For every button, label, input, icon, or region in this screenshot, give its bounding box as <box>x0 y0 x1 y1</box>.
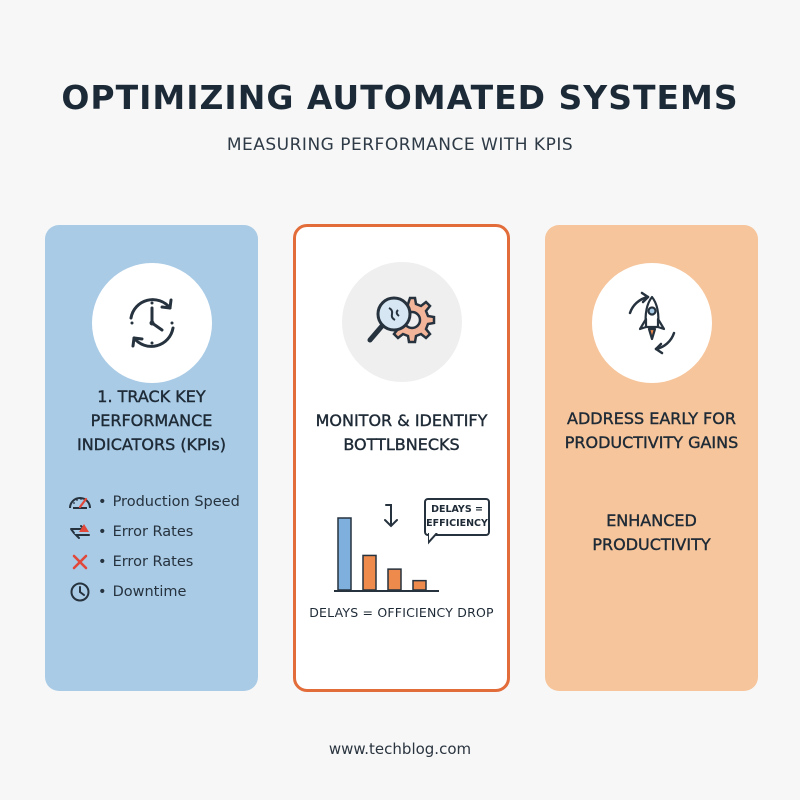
bottleneck-bar-chart <box>334 504 439 592</box>
card-heading: 1. TRACK KEY PERFORMANCE INDICATORS (KPI… <box>76 387 226 454</box>
card-heading: MONITOR & IDENTIFY BOTTLBNECKS <box>315 411 488 454</box>
list-item: • Error Rates <box>67 517 240 547</box>
callout-bubble: DELAYS = EFFICIENCY <box>424 498 490 545</box>
kpi-label: Downtime <box>112 584 187 600</box>
rocket-cycle-icon <box>628 291 675 355</box>
icon-circle <box>341 262 462 382</box>
icon-circle <box>91 263 212 383</box>
list-item: • Downtime <box>67 577 240 607</box>
footer-url[interactable]: www.techblog.com <box>328 740 472 758</box>
error-loop-icon <box>67 521 93 543</box>
bottleneck-card: MONITOR & IDENTIFY BOTTLBNECKS DELAYS = … <box>293 224 510 692</box>
magnifier-gear-icon <box>367 296 435 344</box>
card-heading: ADDRESS EARLY FOR PRODUCTIVITY GAINS <box>564 409 739 452</box>
icon-circle <box>591 263 712 383</box>
clock-icon <box>67 581 93 603</box>
kpi-label: Error Rates <box>112 524 194 540</box>
bar <box>387 568 402 591</box>
list-item: • Production Speed <box>67 487 240 517</box>
header: OPTIMIZING AUTOMATED SYSTEMS MEASURING P… <box>0 78 800 155</box>
result-label: ENHANCED PRODUCTIVITY <box>592 511 711 554</box>
kpi-label: Production Speed <box>112 494 240 510</box>
page-title: OPTIMIZING AUTOMATED SYSTEMS <box>61 78 739 117</box>
red-x-icon <box>67 551 93 573</box>
kpi-list: • Production Speed • Error Rates • Error… <box>67 487 240 607</box>
bar <box>337 517 352 591</box>
kpi-card: 1. TRACK KEY PERFORMANCE INDICATORS (KPI… <box>45 225 258 691</box>
kpi-label: Error Rates <box>112 554 194 570</box>
bar <box>362 554 377 591</box>
productivity-card: ADDRESS EARLY FOR PRODUCTIVITY GAINS ENH… <box>545 225 758 691</box>
bar <box>412 579 427 591</box>
list-item: • Error Rates <box>67 547 240 577</box>
page-subtitle: MEASURING PERFORMANCE WITH KPIS <box>226 135 574 155</box>
clock-refresh-icon <box>129 298 174 348</box>
down-arrow-icon <box>384 504 398 528</box>
speedometer-icon <box>67 491 93 513</box>
chart-caption: DELAYS = OFFICIENCY DROP <box>309 605 494 620</box>
